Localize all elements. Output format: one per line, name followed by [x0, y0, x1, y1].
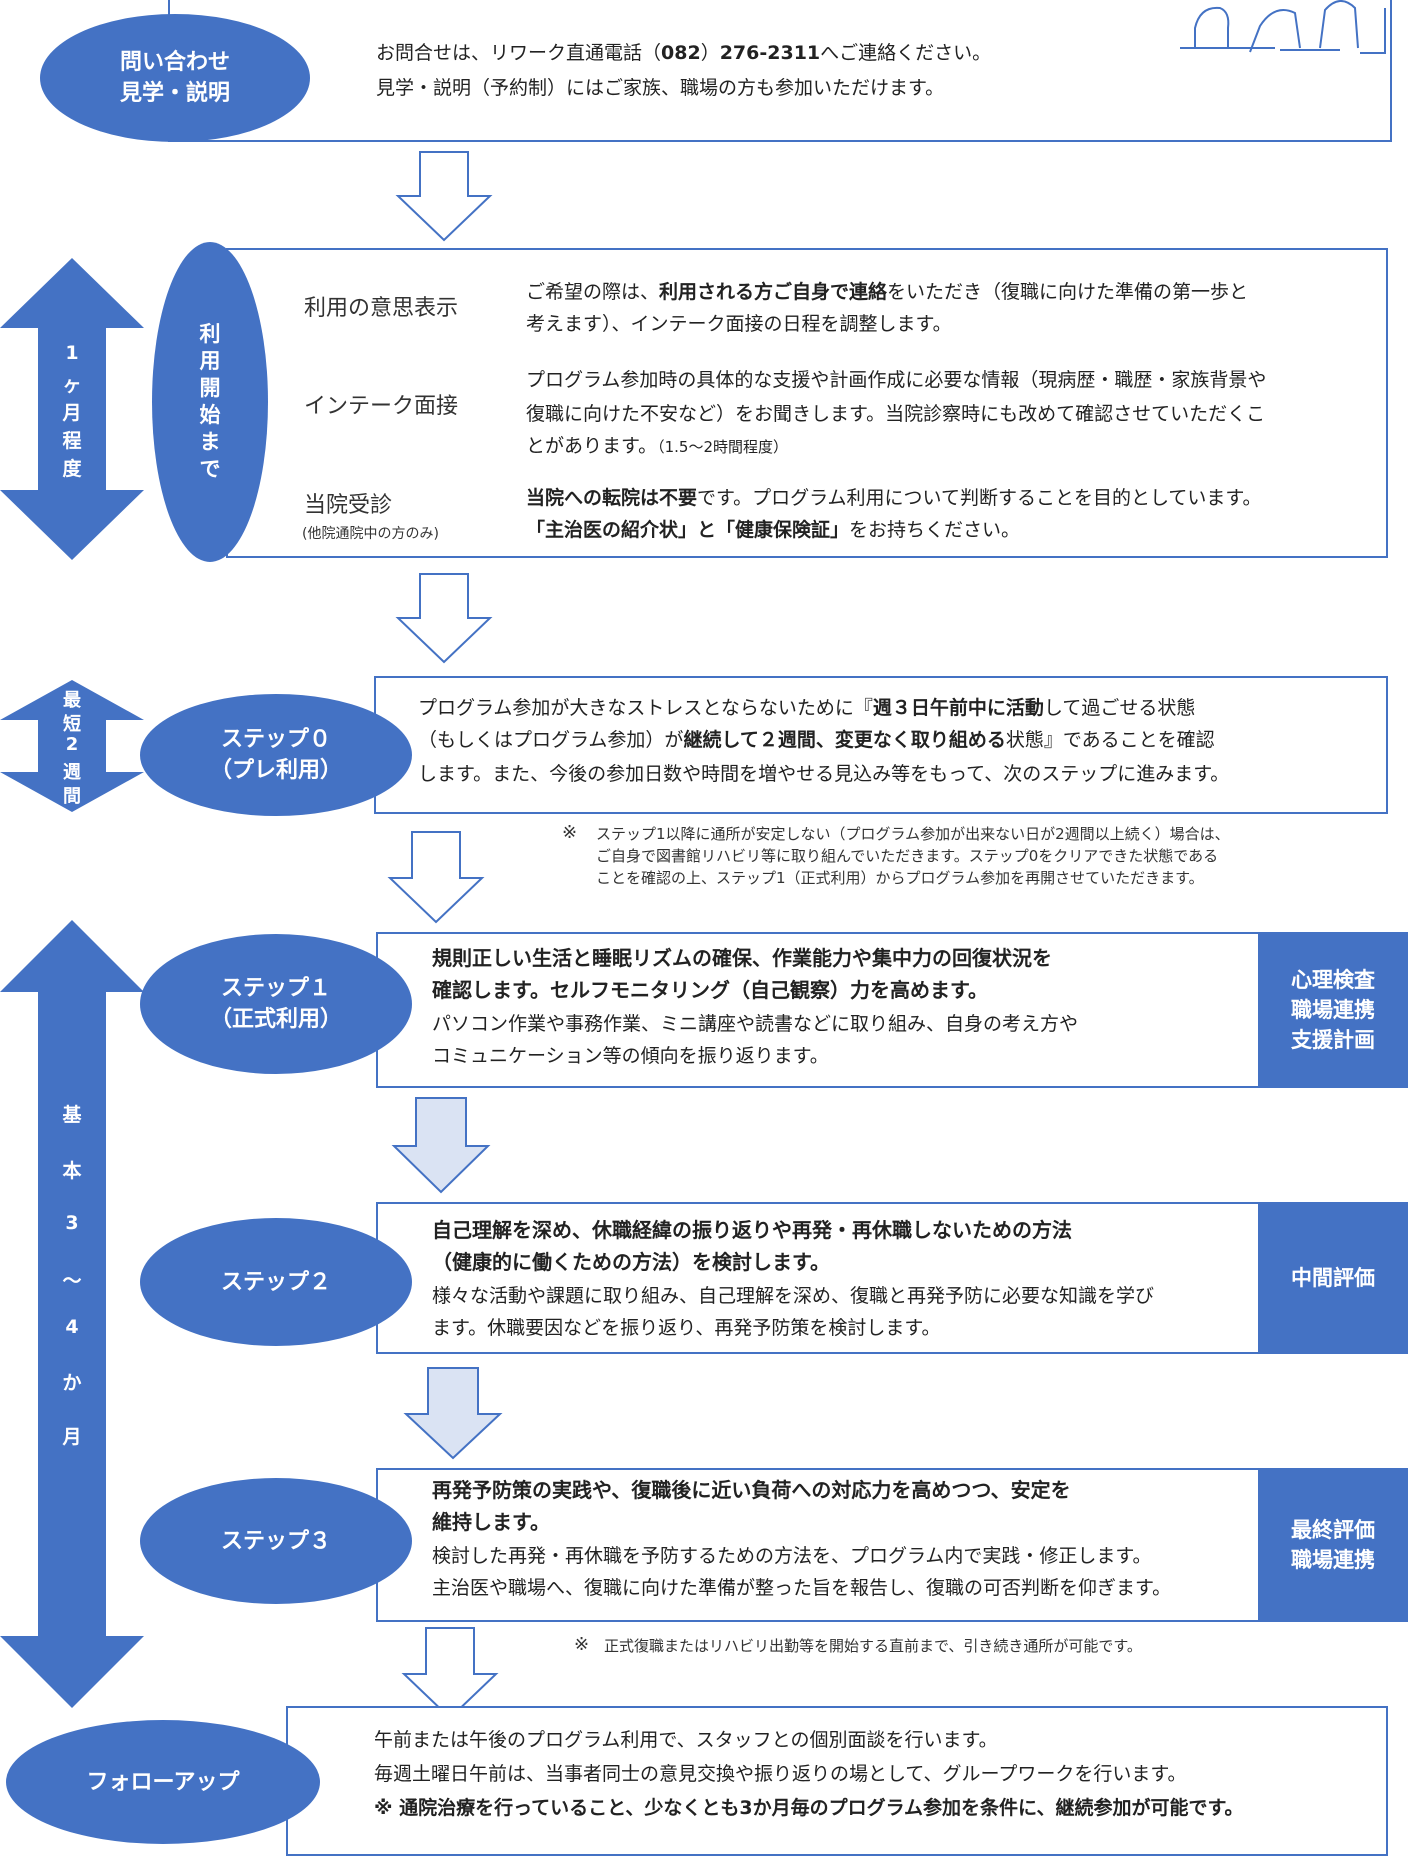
step2-line3: 様々な活動や課題に取り組み、自己理解を深め、復職と再発予防に必要な知識を学び	[432, 1285, 1155, 1307]
step0-line1: プログラム参加が大きなストレスとならないために『週３日午前中に活動して過ごせる状…	[418, 697, 1196, 719]
step1-line4: コミュニケーション等の傾向を振り返ります。	[432, 1045, 829, 1067]
step3-note-mark: ※	[574, 1634, 590, 1655]
step2-oval: ステップ２	[140, 1218, 412, 1346]
followup-oval: フォローアップ	[6, 1720, 320, 1844]
step3-bold-line1: 再発予防策の実践や、復職後に近い負荷への対応力を高めつつ、安定を	[432, 1478, 1071, 1502]
step3-line3: 検討した再発・再休職を予防するための方法を、プログラム内で実践・修正します。	[432, 1545, 1152, 1567]
step2-side-panel: 中間評価	[1258, 1202, 1408, 1354]
step3-bold-line2: 維持します。	[432, 1510, 550, 1534]
step1-oval: ステップ１ （正式利用）	[140, 934, 412, 1074]
step3-box	[376, 1468, 1264, 1622]
step0-note-line1: ステップ1以降に通所が安定しない（プログラム参加が出来ない日が2週間以上続く）場…	[596, 825, 1230, 843]
followup-line1: 午前または午後のプログラム利用で、スタッフとの個別面談を行います。	[374, 1729, 998, 1751]
step1-side-panel: 心理検査 職場連携 支援計画	[1258, 932, 1408, 1088]
step1-line3: パソコン作業や事務作業、ミニ講座や読書などに取り組み、自身の考え方や	[432, 1013, 1079, 1035]
inquiry-oval: 問い合わせ 見学・説明	[40, 14, 310, 142]
item3-sublabel: (他院通院中の方のみ)	[302, 526, 439, 542]
before-start-box	[226, 248, 1388, 558]
step0-line3: します。また、今後の参加日数や時間を増やせる見込み等をもって、次のステップに進み…	[418, 763, 1230, 785]
step1-bold-line2: 確認します。セルフモニタリング（自己観察）力を高めます。	[432, 978, 988, 1002]
down-arrow-icon	[387, 831, 485, 924]
double-headed-arrow-icon	[0, 258, 144, 560]
item3-label: 当院受診	[304, 493, 393, 518]
item3-line1: 当院への転院は不要です。プログラム利用について判断することを目的としています。	[526, 487, 1262, 509]
step2-bold-line2: （健康的に働くための方法）を検討します。	[432, 1250, 830, 1274]
followup-box	[286, 1706, 1388, 1856]
before-start-oval: 利 用 開 始 ま で	[152, 242, 268, 562]
inquiry-box	[168, 0, 1392, 142]
people-at-desk-illustration	[1180, 0, 1386, 54]
step1-bold-line1: 規則正しい生活と睡眠リズムの確保、作業能力や集中力の回復状況を	[432, 946, 1052, 970]
inquiry-title-line1: 問い合わせ	[119, 50, 230, 75]
down-arrow-icon	[401, 1627, 499, 1720]
main-period-side-label: 基 本 3 〜 4 か 月	[62, 1104, 82, 1448]
item1-line1: ご希望の際は、利用される方ご自身で連絡をいただき（復職に向けた準備の第一歩と	[526, 281, 1249, 303]
item1-label: 利用の意思表示	[304, 296, 459, 321]
item2-line3: とがあります。（1.5〜2時間程度）	[526, 435, 789, 457]
step0-box	[374, 676, 1388, 814]
step0-note-line2: ご自身で図書館リハビリ等に取り組んでいただきます。ステップ0をクリアできた状態で…	[596, 847, 1219, 865]
double-headed-arrow-icon	[0, 680, 144, 812]
step0-oval: ステップ０ （プレ利用）	[140, 694, 412, 816]
step3-line4: 主治医や職場へ、復職に向けた準備が整った旨を報告し、復職の可否判断を仰ぎます。	[432, 1577, 1172, 1599]
item1-line2: 考えます）、インテーク面接の日程を調整します。	[526, 313, 952, 335]
step0-note-mark: ※	[562, 822, 578, 843]
step3-oval: ステップ３	[140, 1478, 412, 1604]
down-arrow-icon	[395, 151, 493, 242]
step0-line2: （もしくはプログラム参加）が継続して２週間、変更なく取り組める状態』であることを…	[418, 729, 1215, 751]
step2-bold-line1: 自己理解を深め、休職経緯の振り返りや再発・再休職しないための方法	[432, 1218, 1072, 1242]
step2-line4: ます。休職要因などを振り返り、再発予防策を検討します。	[432, 1317, 941, 1339]
step0-side-label: 最 短 2 週 間	[63, 690, 81, 807]
double-headed-arrow-icon	[0, 920, 144, 1708]
down-arrow-icon	[391, 1097, 491, 1194]
step3-side-panel: 最終評価 職場連携	[1258, 1468, 1408, 1622]
followup-line2: 毎週土曜日午前は、当事者同士の意見交換や振り返りの場として、グループワークを行い…	[374, 1763, 1187, 1785]
down-arrow-icon	[395, 573, 493, 664]
down-arrow-icon	[403, 1367, 503, 1460]
followup-line3: ※ 通院治療を行っていること、少なくとも3か月毎のプログラム参加を条件に、継続参…	[374, 1797, 1244, 1819]
item2-line1: プログラム参加時の具体的な支援や計画作成に必要な情報（現病歴・職歴・家族背景や	[526, 369, 1267, 391]
item2-label: インテーク面接	[304, 394, 459, 419]
item3-line2: 「主治医の紹介状」と「健康保険証」をお持ちください。	[526, 519, 1021, 541]
step3-note: 正式復職またはリハビリ出勤等を開始する直前まで、引き続き通所が可能です。	[604, 1637, 1142, 1655]
inquiry-title-line2: 見学・説明	[119, 81, 230, 106]
step1-box	[376, 932, 1264, 1088]
before-start-side-label: 1 ヶ 月 程 度	[62, 342, 82, 480]
step0-note-line3: ことを確認の上、ステップ1（正式利用）からプログラム参加を再開させていただきます…	[596, 869, 1204, 887]
item2-line2: 復職に向けた不安など）をお聞きします。当院診察時にも改めて確認させていただくこ	[526, 403, 1266, 425]
inquiry-line2: 見学・説明（予約制）にはご家族、職場の方も参加いただけます。	[376, 77, 945, 99]
inquiry-line1: お問合せは、リワーク直通電話（082）276-2311へご連絡ください。	[376, 42, 992, 64]
